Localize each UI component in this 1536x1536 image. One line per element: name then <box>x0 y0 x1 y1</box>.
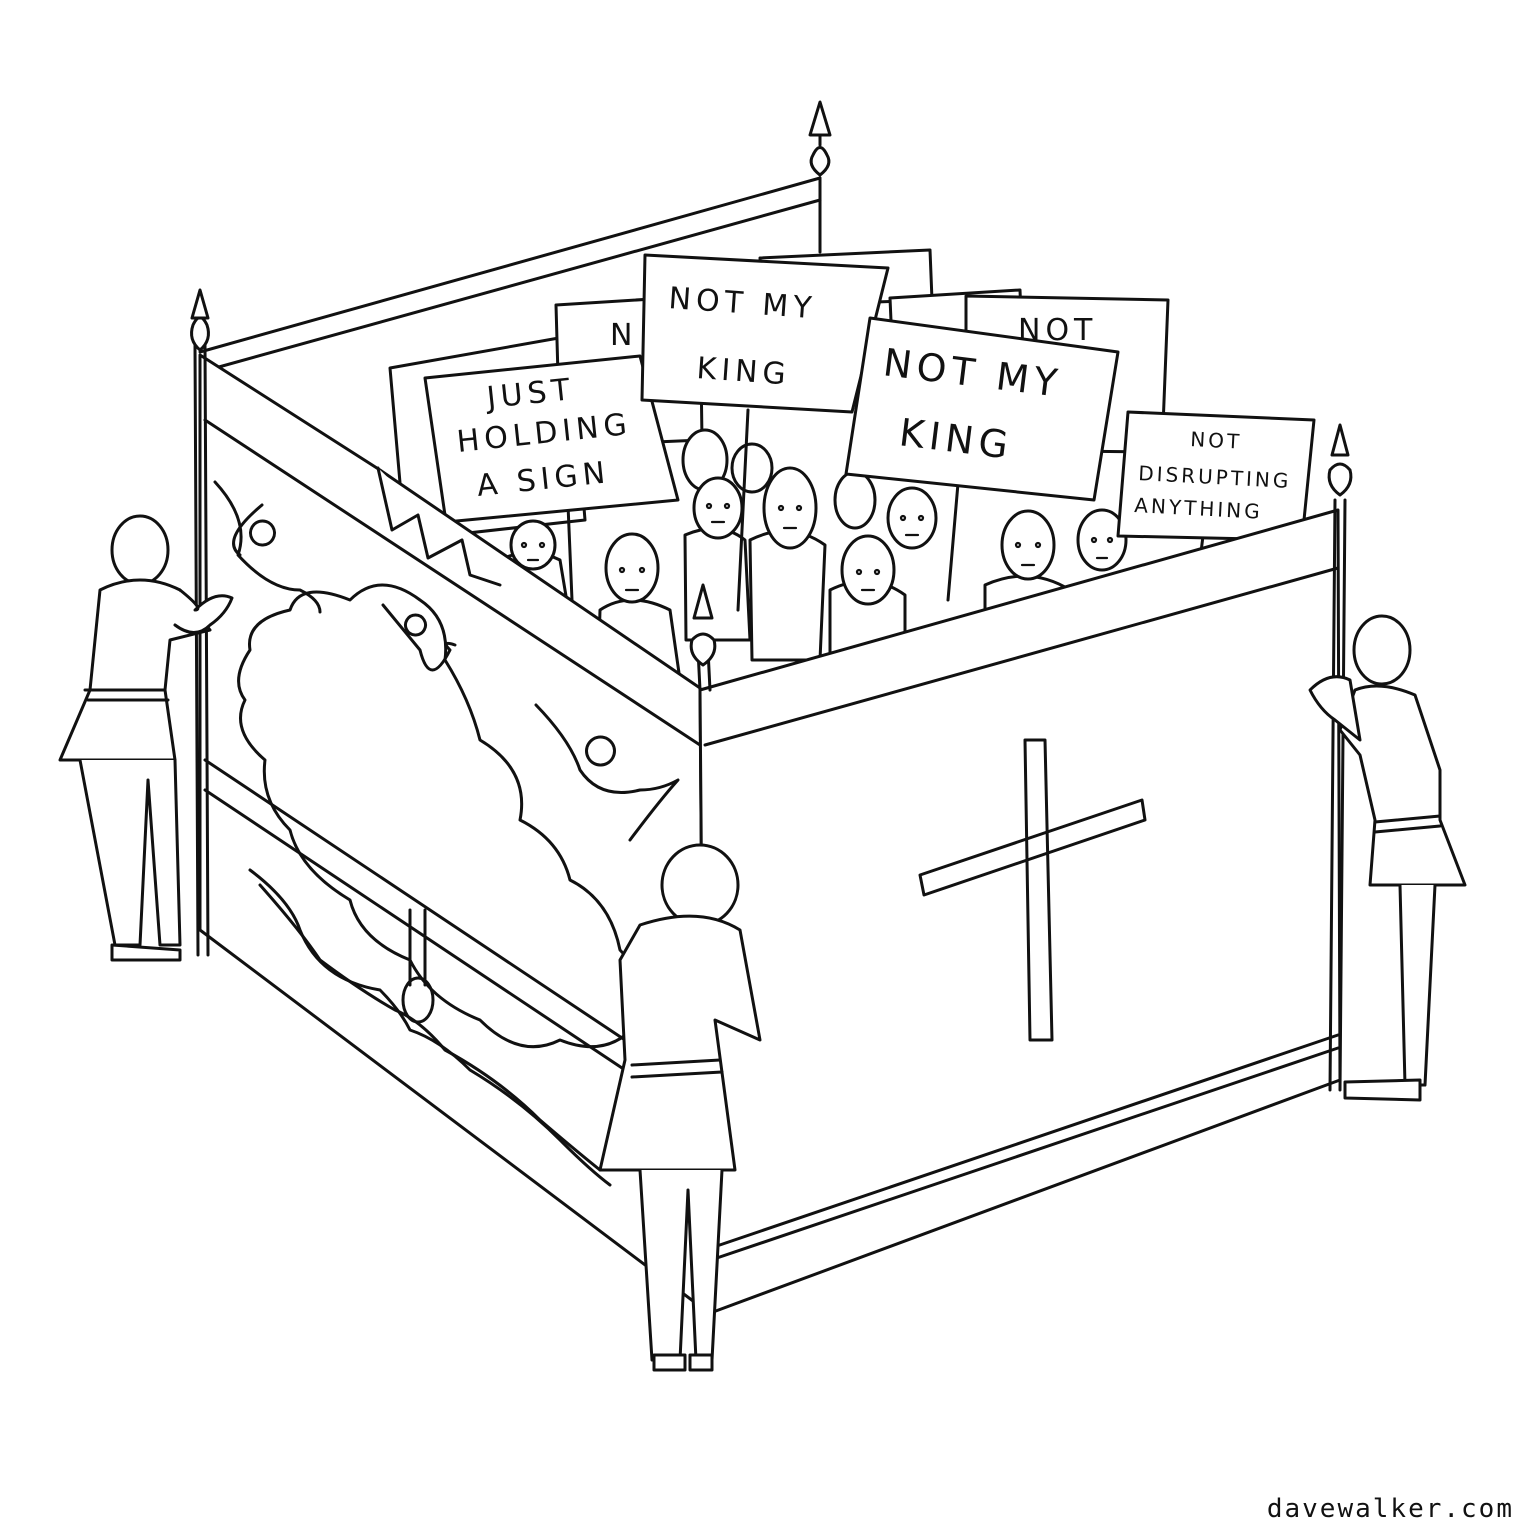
figure-right-attendant <box>1308 614 1467 1102</box>
protester-head <box>1000 509 1056 581</box>
sign-not-my-king-left: NOT MY KING <box>640 253 890 414</box>
sign-not-my-king-right: NOT MY KING <box>844 316 1120 502</box>
protester-head <box>1076 508 1128 572</box>
dove-icon <box>534 703 680 842</box>
sign-just-holding: JUST HOLDING A SIGN <box>423 354 680 524</box>
figure-center-attendant <box>598 843 762 1372</box>
cross-icon <box>918 738 1147 1042</box>
protester-head <box>886 486 938 550</box>
ribbon-motif <box>248 868 612 1187</box>
sign-not-disrupting-line1: NOT <box>1190 427 1243 454</box>
screen-back-edge <box>198 100 832 372</box>
pendant-icon <box>408 908 427 987</box>
left-pole <box>190 288 210 957</box>
figure-left-attendant <box>58 514 234 962</box>
artist-credit: davewalker.com <box>1266 1494 1514 1524</box>
protester-body <box>748 529 827 662</box>
protester-head <box>833 470 877 530</box>
protester-head <box>604 532 660 604</box>
dove-icon <box>213 480 322 614</box>
sign-not-disrupting: NOT DISRUPTING ANYTHING <box>1116 410 1316 542</box>
protester-faces <box>520 502 1114 592</box>
protester-head <box>840 534 896 606</box>
right-pole <box>1327 423 1353 1092</box>
protester-head <box>692 476 744 540</box>
dove-icon <box>381 603 457 672</box>
center-pole <box>689 583 717 692</box>
protester-head <box>730 442 774 494</box>
protester-head <box>509 519 557 571</box>
protester-head <box>762 466 818 550</box>
sign-not-my-king-left-line2: KING <box>695 351 791 392</box>
sign-not-partial-left: N <box>610 318 637 353</box>
